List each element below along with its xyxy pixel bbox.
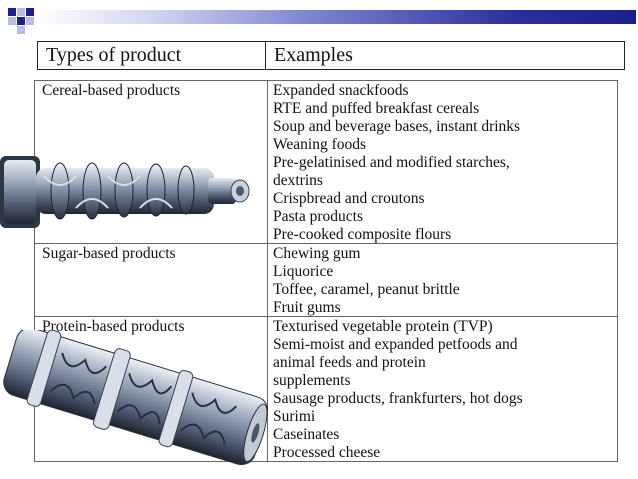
examples-list: Chewing gum Liquorice Toffee, caramel, p… (273, 245, 460, 317)
example-item: Surimi (273, 408, 316, 425)
example-item: Soup and beverage bases, instant drinks (273, 118, 521, 135)
decor-square (26, 17, 34, 25)
table-row: Sugar-based products Chewing gum Liquori… (35, 244, 617, 317)
example-item: Crispbread and croutons (273, 190, 425, 207)
table-header: Types of product Examples (37, 41, 625, 70)
category-label: Sugar-based products (42, 245, 176, 262)
example-item: Pre-gelatinised and modified starches, (273, 154, 510, 171)
column-divider (267, 81, 268, 461)
example-item: Sausage products, frankfurters, hot dogs (273, 390, 523, 407)
example-item: Texturised vegetable protein (TVP) (273, 318, 493, 335)
examples-list: Texturised vegetable protein (TVP) Semi-… (273, 318, 523, 462)
example-item: Expanded snackfoods (273, 82, 409, 99)
example-item: Pasta products (273, 208, 363, 225)
decor-square (26, 8, 34, 16)
example-item: Liquorice (273, 263, 334, 280)
example-item: Toffee, caramel, peanut brittle (273, 281, 460, 298)
example-item: Weaning foods (273, 136, 367, 153)
header-types: Types of product (38, 42, 266, 69)
example-item: Processed cheese (273, 444, 381, 461)
decor-square (17, 17, 25, 25)
example-item: Semi-moist and expanded petfoods and (273, 336, 518, 353)
example-item: Pre-cooked composite flours (273, 226, 452, 243)
example-item: Chewing gum (273, 245, 361, 262)
example-item: dextrins (273, 172, 323, 189)
example-item: Fruit gums (273, 299, 341, 316)
single-screw-extruder-image (3, 330, 268, 466)
table-row: Protein-based products Texturised vegeta… (35, 317, 617, 463)
decor-square (8, 8, 16, 16)
category-label: Protein-based products (42, 318, 185, 335)
decor-square (17, 8, 25, 16)
examples-list: Expanded snackfoods RTE and puffed break… (273, 82, 520, 244)
decor-square (8, 17, 16, 25)
example-item: supplements (273, 372, 351, 389)
example-item: animal feeds and protein (273, 354, 426, 371)
category-label: Cereal-based products (42, 82, 181, 99)
product-table: Cereal-based products Expanded snackfood… (34, 80, 618, 462)
title-gradient-bar (36, 10, 636, 24)
decor-square (17, 26, 25, 34)
header-examples: Examples (274, 44, 353, 66)
table-row: Cereal-based products Expanded snackfood… (35, 81, 617, 244)
example-item: RTE and puffed breakfast cereals (273, 100, 480, 117)
twin-screw-extruder-image (0, 156, 250, 228)
example-item: Caseinates (273, 426, 340, 443)
